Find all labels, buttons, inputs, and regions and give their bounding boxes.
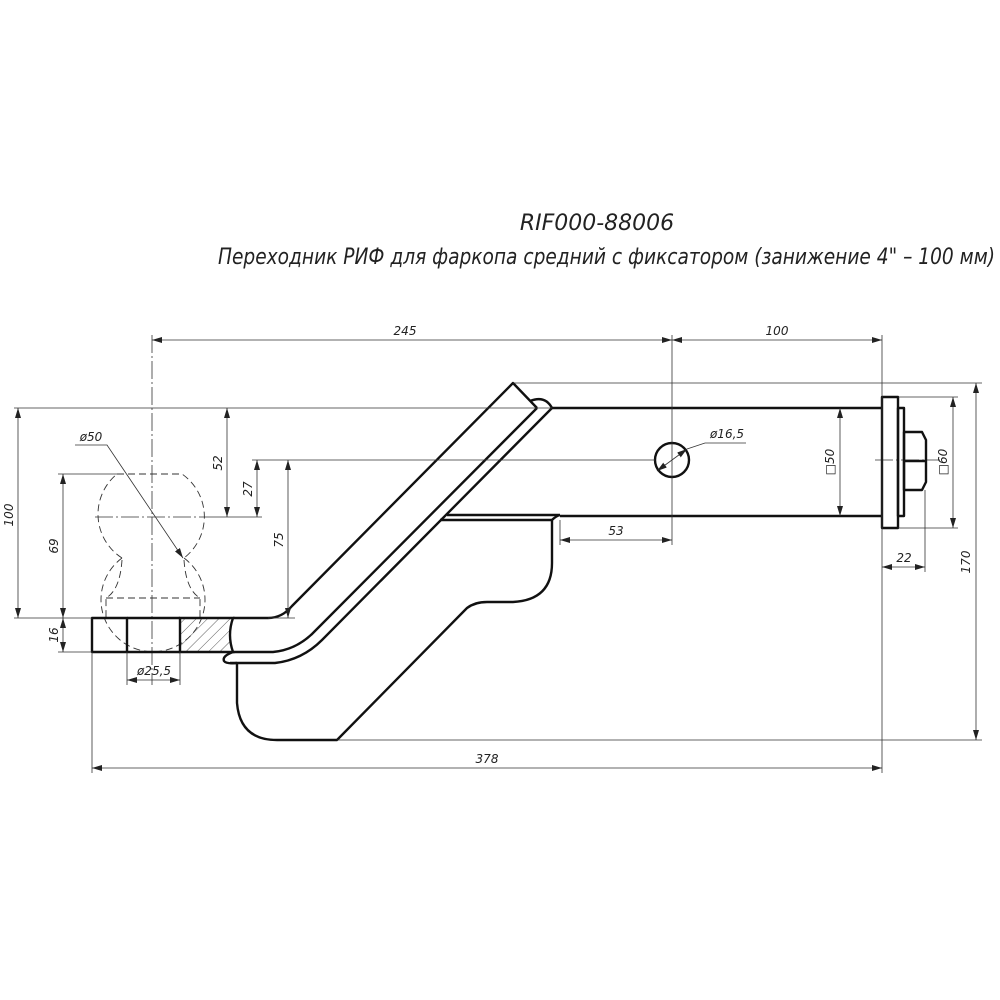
tow-ball-outline (97, 473, 206, 653)
dim-75: 75 (272, 532, 286, 547)
dim-27: 27 (241, 481, 255, 497)
ball-mount-plate (90, 616, 235, 654)
dim-16: 16 (47, 627, 61, 643)
dim-53: 53 (608, 524, 623, 538)
dim-square-60: □60 (936, 448, 950, 475)
dim-245: 245 (394, 324, 417, 338)
dim-69: 69 (47, 538, 61, 553)
extension-lines (14, 335, 982, 773)
nut (902, 430, 928, 492)
part-description: Переходник РИФ для фаркопа средний с фик… (218, 245, 995, 270)
dim-100-top: 100 (766, 324, 789, 338)
part-number: RIF000-88006 (520, 211, 674, 236)
dimension-labels: 245 100 100 69 16 52 27 75 ø50 ø25,5 ø16… (2, 324, 973, 766)
dim-52: 52 (211, 455, 225, 470)
dim-100-left: 100 (2, 503, 16, 526)
dim-170: 170 (959, 550, 973, 573)
flange (880, 395, 900, 530)
dimension-lines (15, 337, 979, 771)
dim-pin-hole-diameter: ø16,5 (709, 427, 744, 441)
adapter-body (222, 381, 928, 742)
dim-square-50: □50 (823, 448, 837, 475)
dim-378: 378 (476, 752, 499, 766)
dim-ball-diameter: ø50 (79, 430, 103, 444)
dim-plate-hole-diameter: ø25,5 (136, 664, 171, 678)
dim-22: 22 (896, 551, 911, 565)
